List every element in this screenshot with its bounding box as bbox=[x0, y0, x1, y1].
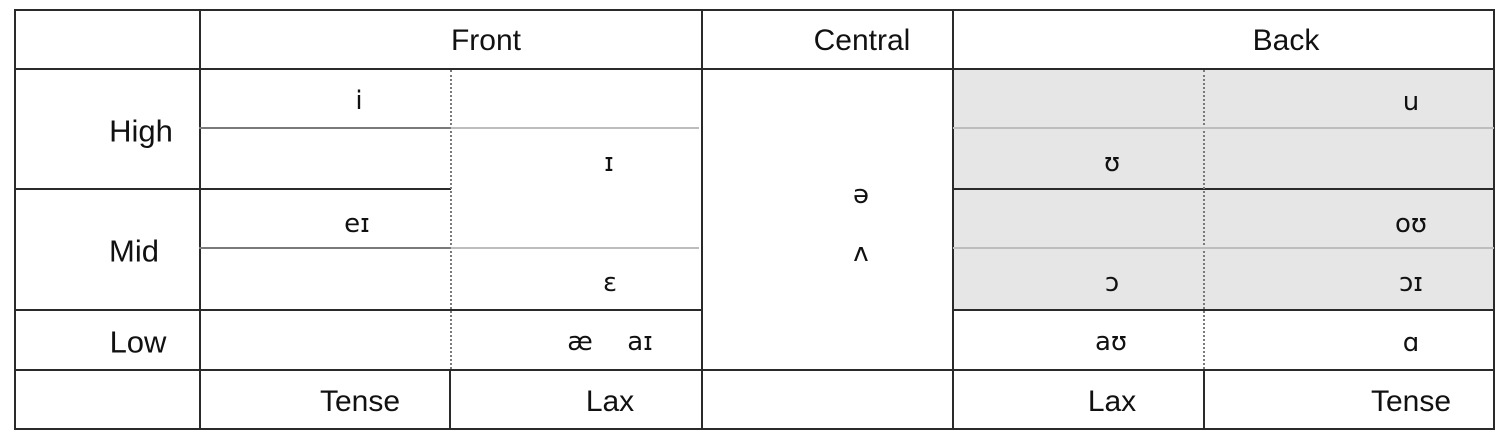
row-label-divider bbox=[199, 9, 201, 430]
vowel-i: i bbox=[355, 86, 363, 116]
footer-divider bbox=[14, 369, 1495, 371]
vowel-schwa: ə bbox=[853, 180, 869, 210]
mid-low-divider bbox=[14, 309, 703, 311]
row-label-high: High bbox=[109, 113, 173, 149]
right-border bbox=[1493, 9, 1495, 430]
vowel-script-a: ɑ bbox=[1402, 328, 1420, 358]
high-sub-divider-back bbox=[953, 127, 1494, 129]
back-shaded-region bbox=[953, 70, 1494, 310]
high-sub-divider-front bbox=[199, 127, 451, 129]
footer-lax-back: Lax bbox=[1087, 385, 1137, 418]
high-mid-divider bbox=[14, 188, 451, 190]
vowel-ae: æ bbox=[567, 327, 593, 357]
vowel-ou: oʊ bbox=[1395, 209, 1427, 239]
vowel-small-cap-i: ɪ bbox=[604, 148, 614, 178]
vowel-u: u bbox=[1402, 87, 1420, 117]
vowel-ai: aɪ bbox=[627, 327, 653, 357]
footer-back-divider bbox=[1203, 369, 1205, 430]
header-front: Front bbox=[450, 24, 522, 57]
vowel-au: aʊ bbox=[1095, 327, 1127, 357]
high-sub-divider-front-lax bbox=[451, 127, 699, 129]
left-border bbox=[14, 9, 16, 430]
row-label-mid: Mid bbox=[109, 233, 159, 269]
footer-tense-back: Tense bbox=[1370, 385, 1452, 418]
mid-low-divider-back bbox=[953, 309, 1495, 311]
vowel-ei: eɪ bbox=[344, 209, 370, 239]
header-back: Back bbox=[1252, 24, 1320, 57]
vowel-epsilon: ɛ bbox=[602, 268, 618, 298]
mid-sub-divider-front-lax bbox=[451, 247, 699, 249]
back-lax-tense-divider bbox=[1203, 70, 1205, 369]
top-border bbox=[14, 9, 1495, 11]
vowel-wedge: ʌ bbox=[853, 238, 869, 268]
front-central-divider bbox=[701, 9, 703, 430]
front-tense-lax-divider bbox=[450, 70, 452, 369]
mid-sub-divider-front bbox=[199, 247, 451, 249]
header-central: Central bbox=[813, 24, 911, 57]
bottom-border bbox=[14, 428, 1495, 430]
footer-tense-front: Tense bbox=[319, 385, 401, 418]
vowel-open-o: ɔ bbox=[1104, 268, 1120, 298]
vowel-oi: ɔɪ bbox=[1399, 268, 1423, 298]
footer-lax-front: Lax bbox=[585, 385, 635, 418]
vowel-upsilon: ʊ bbox=[1103, 148, 1121, 178]
header-divider bbox=[14, 68, 1495, 70]
high-mid-divider-back bbox=[953, 188, 1495, 190]
central-back-divider bbox=[952, 9, 954, 430]
mid-sub-divider-back bbox=[953, 247, 1494, 249]
row-label-low: Low bbox=[109, 324, 167, 360]
footer-front-divider bbox=[449, 369, 451, 430]
